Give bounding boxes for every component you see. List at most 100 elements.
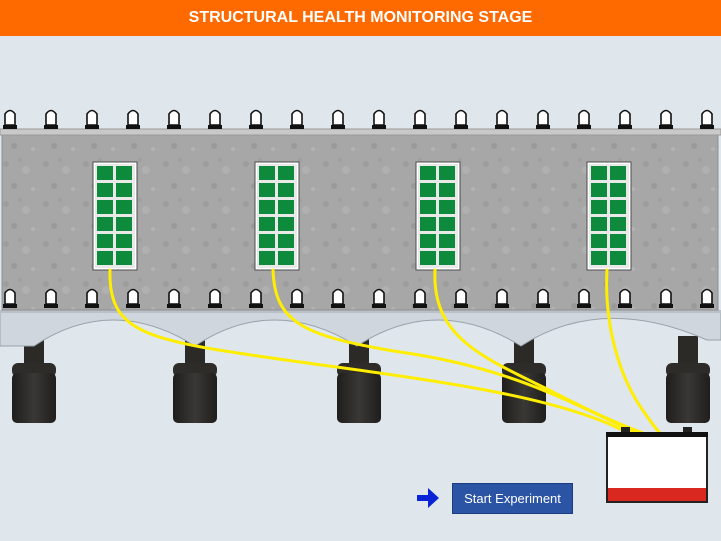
sensor-cell (439, 217, 455, 231)
sensor-cell (439, 166, 455, 180)
bolt-icon (331, 109, 345, 129)
pier-icon (173, 336, 217, 423)
sensor-cell (259, 234, 275, 248)
bolt-icon (700, 288, 714, 308)
sensor-cell (610, 234, 626, 248)
sensor-cell (610, 183, 626, 197)
sensor-cell (591, 200, 607, 214)
sensor-cell (439, 251, 455, 265)
battery-icon (606, 427, 708, 503)
bridge-stage (0, 36, 721, 541)
sensor-cell (591, 251, 607, 265)
bolt-icon (3, 288, 17, 308)
bolt-icon (454, 288, 468, 308)
sensor-panels (92, 161, 632, 271)
bolt-icon (85, 288, 99, 308)
bolt-icon (126, 109, 140, 129)
sensor-cell (116, 183, 132, 197)
sensor-cell (610, 251, 626, 265)
bolt-icon (331, 288, 345, 308)
bolt-icon (167, 109, 181, 129)
sensor-cell (259, 217, 275, 231)
sensor-panel-icon (254, 161, 300, 271)
bolt-icon (659, 109, 673, 129)
sensor-cell (420, 183, 436, 197)
page-title: STRUCTURAL HEALTH MONITORING STAGE (0, 0, 721, 36)
bolt-icon (167, 288, 181, 308)
sensor-cell (439, 234, 455, 248)
bolt-icon (208, 109, 222, 129)
bolt-row (3, 109, 714, 308)
sensor-cell (259, 251, 275, 265)
sensor-panel-icon (586, 161, 632, 271)
sensor-cell (97, 251, 113, 265)
sensor-cell (116, 166, 132, 180)
sensor-cell (439, 183, 455, 197)
bolt-icon (3, 109, 17, 129)
start-experiment-button[interactable]: Start Experiment (452, 483, 573, 514)
sensor-cell (259, 183, 275, 197)
sensor-wire (108, 268, 630, 435)
bolt-icon (249, 288, 263, 308)
bolt-icon (700, 109, 714, 129)
bolt-icon (536, 288, 550, 308)
sensor-cell (116, 251, 132, 265)
sensor-wire (433, 268, 645, 435)
sensor-panel-icon (415, 161, 461, 271)
bolt-icon (536, 109, 550, 129)
pier-icon (12, 336, 56, 423)
sensor-cell (97, 183, 113, 197)
bolt-icon (44, 288, 58, 308)
bolt-icon (577, 109, 591, 129)
bolt-icon (618, 109, 632, 129)
sensor-cell (278, 166, 294, 180)
sensor-cell (591, 183, 607, 197)
sensor-cell (420, 234, 436, 248)
sensor-cell (610, 200, 626, 214)
arrow-right-icon (417, 488, 439, 508)
bridge-deck (0, 311, 721, 347)
bolt-icon (372, 109, 386, 129)
sensor-wire (605, 268, 662, 435)
bolt-icon (495, 109, 509, 129)
bridge-piers (12, 336, 710, 423)
sensor-cell (610, 217, 626, 231)
bolt-icon (577, 288, 591, 308)
sensor-cell (259, 166, 275, 180)
battery-charge-level (608, 488, 706, 501)
top-rail (0, 128, 721, 136)
pier-icon (502, 336, 546, 423)
sensor-cell (610, 166, 626, 180)
sensor-cell (97, 234, 113, 248)
bolt-icon (249, 109, 263, 129)
bolt-icon (413, 288, 427, 308)
sensor-cell (97, 217, 113, 231)
bolt-icon (495, 288, 509, 308)
sensor-panel-icon (92, 161, 138, 271)
sensor-cell (591, 234, 607, 248)
sensor-cell (420, 200, 436, 214)
sensor-cell (591, 166, 607, 180)
sensor-cell (420, 166, 436, 180)
sensor-cell (278, 183, 294, 197)
bolt-icon (290, 109, 304, 129)
sensor-cell (116, 217, 132, 231)
deck-edge (0, 310, 721, 313)
bolt-icon (290, 288, 304, 308)
sensor-cell (278, 200, 294, 214)
sensor-cell (278, 251, 294, 265)
sensor-cell (116, 200, 132, 214)
sensor-cell (439, 200, 455, 214)
bolt-icon (618, 288, 632, 308)
sensor-cell (420, 217, 436, 231)
sensor-cell (278, 217, 294, 231)
bolt-icon (454, 109, 468, 129)
bolt-icon (208, 288, 222, 308)
bolt-icon (372, 288, 386, 308)
sensor-cell (97, 166, 113, 180)
bolt-icon (659, 288, 673, 308)
sensor-cell (97, 200, 113, 214)
sensor-cell (259, 200, 275, 214)
bolt-icon (44, 109, 58, 129)
sensor-cell (278, 234, 294, 248)
